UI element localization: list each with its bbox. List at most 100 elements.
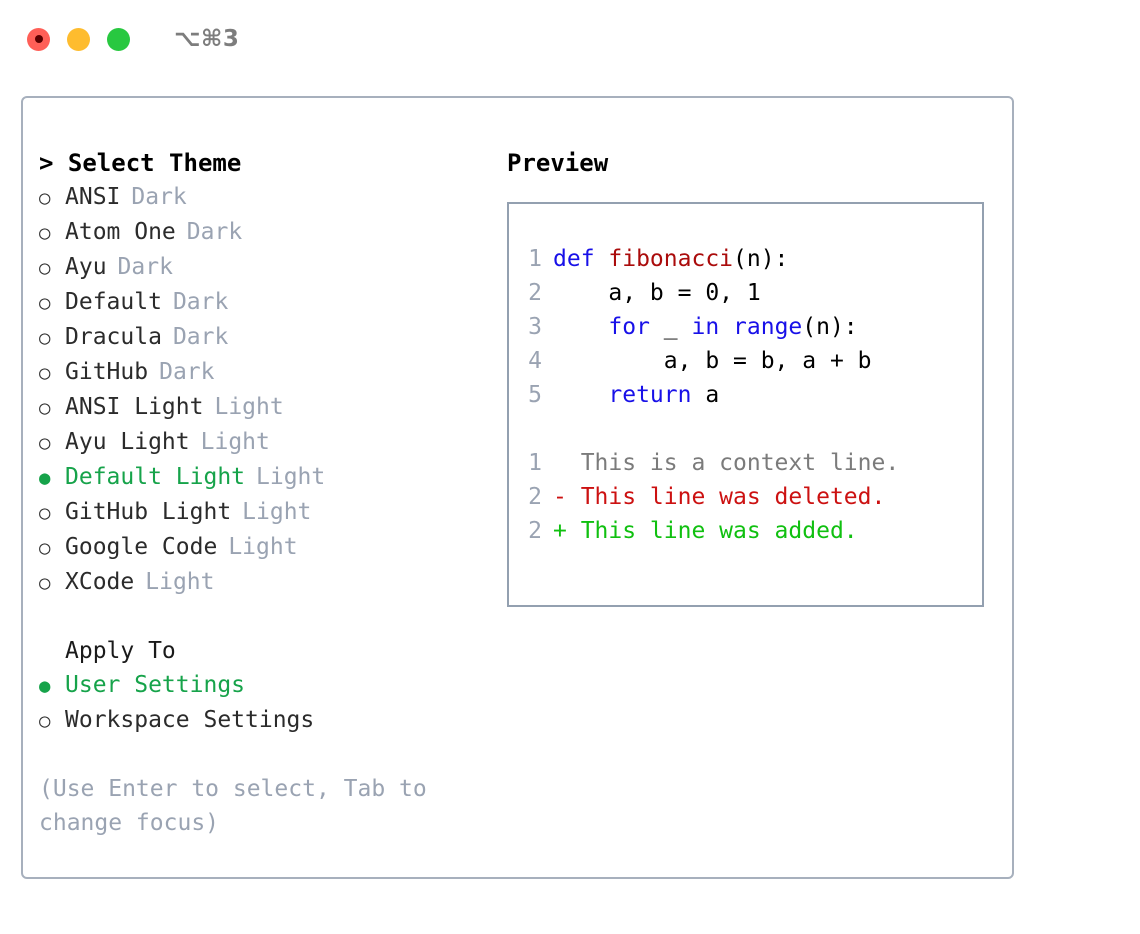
code-token-kw: return bbox=[608, 382, 692, 408]
theme-option-label: GitHub Light bbox=[65, 499, 232, 525]
code-line-text: for _ in range(n): bbox=[553, 310, 858, 344]
theme-option-label: Default bbox=[65, 289, 162, 315]
close-button[interactable] bbox=[27, 27, 50, 51]
code-token-pl: a, b = 0, 1 bbox=[553, 280, 761, 306]
traffic-lights bbox=[27, 27, 130, 51]
minimize-button[interactable] bbox=[67, 27, 90, 51]
theme-option-variant: Dark bbox=[159, 359, 215, 385]
code-diff-spacer bbox=[509, 412, 982, 446]
theme-option-github-light[interactable]: ○ GitHub Light Light bbox=[39, 495, 493, 530]
theme-option-atom-one[interactable]: ○ Atom One Dark bbox=[39, 215, 493, 250]
diff-line-number: 1 bbox=[528, 450, 542, 476]
radio-unselected-icon: ○ bbox=[39, 710, 51, 732]
code-line-number: 5 bbox=[528, 382, 542, 408]
apply-to-option-user-settings[interactable]: ● User Settings bbox=[39, 668, 493, 703]
theme-option-variant: Dark bbox=[186, 219, 243, 245]
theme-option-label: ANSI Light bbox=[65, 394, 204, 420]
preview-title: Preview bbox=[507, 149, 609, 177]
radio-unselected-icon: ○ bbox=[39, 537, 51, 559]
diff-line-deleted: 2 - This line was deleted. bbox=[509, 480, 982, 514]
theme-option-label: Default Light bbox=[65, 464, 246, 490]
theme-option-variant: Dark bbox=[117, 254, 173, 280]
code-line: 2 a, b = 0, 1 bbox=[509, 276, 982, 310]
theme-option-variant: Light bbox=[242, 499, 312, 525]
radio-selected-icon: ● bbox=[39, 675, 51, 697]
theme-option-label: Atom One bbox=[65, 219, 176, 245]
radio-unselected-icon: ○ bbox=[39, 502, 51, 524]
theme-option-variant: Dark bbox=[131, 184, 187, 210]
code-line-text: def fibonacci(n): bbox=[553, 242, 788, 276]
code-token-pl: a bbox=[691, 382, 720, 408]
theme-option-label: GitHub bbox=[65, 359, 149, 385]
apply-to-list: ● User Settings ○ Workspace Settings bbox=[39, 668, 493, 738]
code-token-pl: (n): bbox=[733, 246, 789, 272]
theme-option-github[interactable]: ○ GitHub Dark bbox=[39, 355, 493, 390]
apply-to-option-label: User Settings bbox=[65, 672, 246, 698]
theme-option-ansi[interactable]: ○ ANSI Dark bbox=[39, 180, 493, 215]
diff-line-text: This is a context line. bbox=[553, 450, 900, 476]
theme-option-variant: Light bbox=[145, 569, 215, 595]
diff-line-text: - This line was deleted. bbox=[553, 484, 886, 510]
theme-option-default[interactable]: ○ Default Dark bbox=[39, 285, 493, 320]
code-token-pl bbox=[553, 382, 608, 408]
theme-option-variant: Light bbox=[228, 534, 298, 560]
code-line: 1 def fibonacci(n): bbox=[509, 242, 982, 276]
list-spacer bbox=[39, 600, 493, 634]
code-token-kw: def bbox=[553, 246, 609, 272]
apply-to-heading: Apply To bbox=[65, 638, 176, 664]
record-dot-icon bbox=[34, 35, 43, 43]
code-token-pl: a, b = b, a + b bbox=[553, 348, 872, 374]
theme-option-label: Google Code bbox=[65, 534, 218, 560]
code-line-text: a, b = b, a + b bbox=[553, 344, 872, 378]
theme-option-label: Ayu Light bbox=[65, 429, 190, 455]
apply-to-option-label: Workspace Settings bbox=[65, 707, 315, 733]
theme-option-variant: Dark bbox=[172, 324, 229, 350]
theme-option-google-code[interactable]: ○ Google Code Light bbox=[39, 530, 493, 565]
radio-unselected-icon: ○ bbox=[39, 397, 51, 419]
code-line: 4 a, b = b, a + b bbox=[509, 344, 982, 378]
code-line-number: 3 bbox=[528, 314, 542, 340]
keyboard-hint: (Use Enter to select, Tab to change focu… bbox=[39, 776, 441, 836]
theme-option-label: ANSI bbox=[65, 184, 121, 210]
code-token-pl: _ bbox=[649, 314, 692, 340]
code-line: 5 return a bbox=[509, 378, 982, 412]
diff-line-added: 2+ This line was added. bbox=[509, 514, 982, 548]
code-token-pl bbox=[553, 314, 608, 340]
theme-option-label: Dracula bbox=[65, 324, 162, 350]
code-line-text: return a bbox=[553, 378, 719, 412]
diff-line-number: 2 bbox=[528, 518, 542, 544]
diff-block: 1 This is a context line. 2 - This line wa… bbox=[509, 446, 982, 548]
theme-option-dracula[interactable]: ○ Dracula Dark bbox=[39, 320, 493, 355]
theme-option-variant: Light bbox=[214, 394, 284, 420]
radio-unselected-icon: ○ bbox=[39, 362, 51, 384]
shortcut-label: ⌥⌘3 bbox=[174, 26, 240, 52]
code-token-kw: for bbox=[608, 314, 650, 340]
radio-unselected-icon: ○ bbox=[39, 292, 51, 314]
maximize-button[interactable] bbox=[107, 27, 130, 51]
code-line-number: 4 bbox=[528, 348, 542, 374]
apply-to-option-workspace-settings[interactable]: ○ Workspace Settings bbox=[39, 703, 493, 738]
theme-option-variant: Dark bbox=[172, 289, 229, 315]
code-line-number: 2 bbox=[528, 280, 542, 306]
radio-unselected-icon: ○ bbox=[39, 327, 51, 349]
theme-option-label: XCode bbox=[65, 569, 135, 595]
theme-option-ansi-light[interactable]: ○ ANSI Light Light bbox=[39, 390, 493, 425]
code-line-number: 1 bbox=[528, 246, 542, 272]
code-token-kw: in range bbox=[691, 314, 803, 340]
radio-unselected-icon: ○ bbox=[39, 187, 51, 209]
code-token-pl: (n): bbox=[802, 314, 858, 340]
diff-line-number: 2 bbox=[528, 484, 542, 510]
radio-unselected-icon: ○ bbox=[39, 222, 51, 244]
theme-option-variant: Light bbox=[256, 464, 326, 490]
